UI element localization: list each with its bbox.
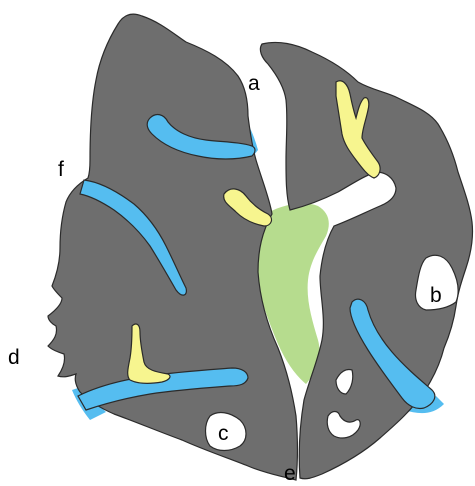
label-b: b [430, 284, 442, 307]
label-c: c [218, 422, 229, 445]
label-f: f [58, 158, 64, 181]
label-e: e [284, 462, 296, 485]
label-d: d [8, 346, 20, 369]
label-a: a [248, 72, 260, 95]
